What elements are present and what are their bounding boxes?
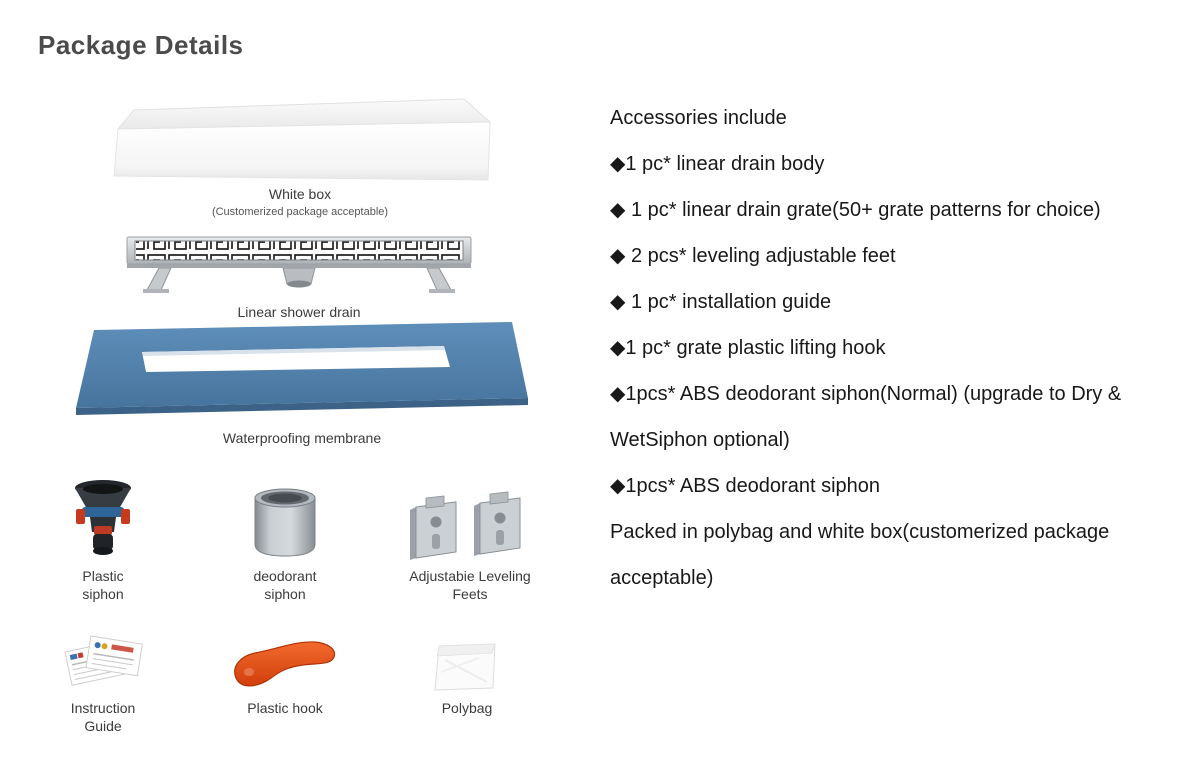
leveling-feet-image (409, 491, 521, 561)
instruction-guide-label: Instruction Guide (70, 700, 136, 734)
plastic-siphon-image (75, 480, 131, 555)
plastic-hook-image (234, 641, 336, 687)
polybag-image-box (429, 620, 505, 696)
plastic-siphon-image-box (65, 470, 141, 564)
plastic-siphon-label: Plastic siphon (82, 568, 124, 602)
deodorant-siphon-image (254, 488, 316, 557)
leveling-feet-label: Adjustabie Leveling Feets (409, 568, 531, 602)
leveling-feet-figure: Adjustabie Leveling Feets (395, 470, 545, 603)
page-title: Package Details (38, 30, 244, 60)
accessories-heading: Accessories include (610, 107, 787, 129)
white-box-image (113, 98, 492, 181)
plastic-siphon-figure: Plastic siphon (28, 470, 178, 603)
shower-drain-image (126, 236, 472, 293)
instruction-guide-image (64, 635, 143, 686)
plastic-hook-image-box (229, 620, 341, 696)
accessories-line-leveling-feet: ◆ 2 pcs* leveling adjustable feet (610, 245, 896, 267)
polybag-image (434, 643, 496, 691)
membrane-image (76, 322, 528, 415)
accessories-line-installation-guide: ◆ 1 pc* installation guide (610, 291, 832, 313)
deodorant-siphon-image-box (247, 470, 323, 564)
accessories-panel: Accessories include ◆1 pc* linear drain … (610, 95, 1125, 601)
instruction-guide-image-box (57, 620, 149, 696)
instruction-guide-figure: Instruction Guide (28, 620, 178, 735)
white-box-note: (Customerized package acceptable) (211, 205, 389, 218)
accessories-line-siphon-normal: ◆1pcs* ABS deodorant siphon(Normal) (upg… (610, 383, 1122, 451)
deodorant-siphon-figure: deodorant siphon (210, 470, 360, 603)
shower-drain-figure: Linear shower drain (124, 234, 474, 322)
polybag-figure: Polybag (392, 620, 542, 718)
accessories-line-siphon: ◆1pcs* ABS deodorant siphon (610, 475, 881, 497)
accessories-line-packing: Packed in polybag and white box(customer… (610, 521, 1110, 589)
membrane-label: Waterproofing membrane (222, 430, 382, 446)
accessories-line-lifting-hook: ◆1 pc* grate plastic lifting hook (610, 337, 886, 359)
plastic-hook-label: Plastic hook (247, 700, 323, 716)
polybag-label: Polybag (441, 700, 493, 716)
accessories-line-drain-grate: ◆ 1 pc* linear drain grate(50+ grate pat… (610, 199, 1101, 221)
shower-drain-label: Linear shower drain (237, 304, 361, 320)
deodorant-siphon-label: deodorant siphon (253, 568, 317, 602)
white-box-label: White box (268, 186, 332, 202)
accessories-line-drain-body: ◆1 pc* linear drain body (610, 153, 825, 175)
leveling-feet-image-box (408, 470, 532, 564)
membrane-figure: Waterproofing membrane (76, 322, 528, 448)
white-box-figure: White box (Customerized package acceptab… (98, 96, 502, 218)
plastic-hook-figure: Plastic hook (210, 620, 360, 718)
